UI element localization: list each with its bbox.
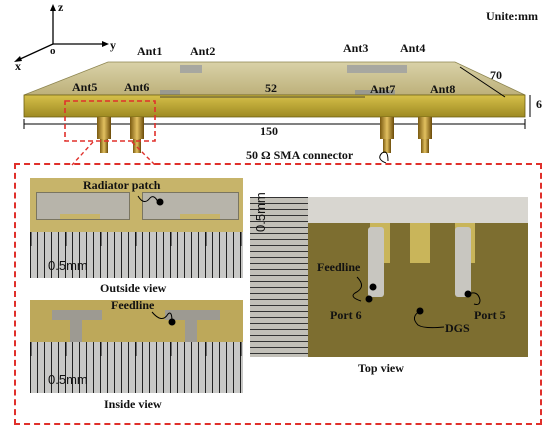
dimension-height-label: 6 <box>536 97 542 111</box>
outside-view-ruler-text: 0.5mm <box>48 258 88 273</box>
outside-view-photo <box>30 178 243 278</box>
antenna-label-8: Ant8 <box>430 82 456 96</box>
dgs-annotation: DGS <box>445 321 470 335</box>
radiator-patch-pointer <box>137 195 164 206</box>
inside-feedline-pointer <box>151 311 176 326</box>
port5-annotation: Port 5 <box>474 308 506 322</box>
axis-origin-label: o <box>50 45 56 57</box>
dimension-inner-length-label: 52 <box>265 81 277 95</box>
sma-connector-label: 50 Ω SMA connector <box>246 148 354 162</box>
antenna-label-3: Ant3 <box>343 41 369 55</box>
port5-pointer <box>464 290 481 305</box>
inside-view-photo <box>30 300 243 393</box>
inside-view-caption: Inside view <box>104 397 162 411</box>
detail-panel <box>14 163 542 425</box>
antenna-label-5: Ant5 <box>72 80 98 94</box>
top-view-caption: Top view <box>358 361 404 375</box>
unit-label: Unite:mm <box>486 9 538 23</box>
dimension-width-label: 70 <box>490 68 502 82</box>
antenna-label-2: Ant2 <box>190 44 216 58</box>
antenna-label-4: Ant4 <box>400 41 426 55</box>
dgs-pointer <box>414 307 445 329</box>
axis-z-label: z <box>58 0 64 14</box>
coordinate-axes <box>14 4 109 62</box>
top-feedline-pointer <box>352 276 377 303</box>
outside-view-caption: Outside view <box>100 281 167 295</box>
inside-view-ruler-text: 0.5mm <box>48 372 88 387</box>
inside-feedline-annotation: Feedline <box>111 298 155 312</box>
antenna-label-1: Ant1 <box>137 44 163 58</box>
dimension-length-label: 150 <box>260 124 278 138</box>
antenna-label-7: Ant7 <box>370 82 396 96</box>
antenna-label-6: Ant6 <box>124 80 150 94</box>
top-view-ruler-text: 0.5mm <box>253 192 268 232</box>
axis-x-label: x <box>15 59 21 73</box>
antenna-board-photo <box>23 61 531 164</box>
top-view-photo <box>250 197 528 357</box>
port6-annotation: Port 6 <box>330 308 362 322</box>
radiator-patch-annotation: Radiator patch <box>83 178 161 192</box>
axis-y-label: y <box>110 38 116 52</box>
top-feedline-annotation: Feedline <box>317 260 361 274</box>
